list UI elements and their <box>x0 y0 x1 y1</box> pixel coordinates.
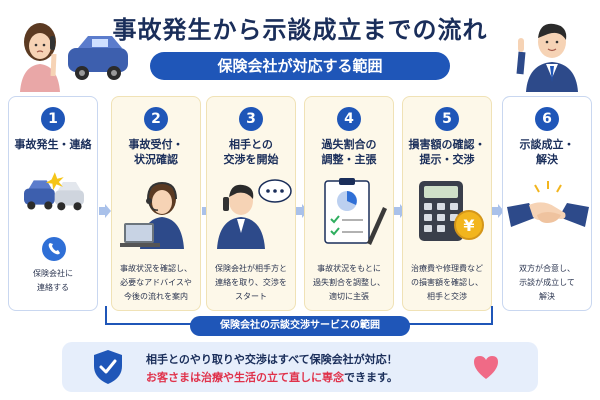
step-description: 双方が合意し、 示談が成立して 解決 <box>519 264 575 301</box>
step-title: 過失割合の 調整・主張 <box>321 138 377 166</box>
subtitle-banner: 保険会社が対応する範囲 <box>150 52 450 80</box>
step-number: 5 <box>435 107 459 131</box>
step-description: 保険会社に 連絡する <box>33 269 73 292</box>
phone-icon <box>42 237 66 261</box>
bottom-banner: 相手とのやり取りや交渉はすべて保険会社が対応！ お客さまは治療や生活の立て直しに… <box>62 342 538 392</box>
arrow-right-icon <box>99 204 111 218</box>
step-2-card: 2 事故受付・ 状況確認 事故状況を確認し、 必要なアドバイスや 今後の流れを案… <box>111 96 201 311</box>
step-1-card: 1 事故発生・連絡 保険会社に 連絡する <box>8 96 98 311</box>
step-description: 事故状況を確認し、 必要なアドバイスや 今後の流れを案内 <box>120 264 192 301</box>
step-6-card: 6 示談成立・ 解決 双方が合意し、 示談が成立して 解決 <box>502 96 592 311</box>
step-description: 事故状況をもとに 過失割合を調整し、 適切に主張 <box>313 264 385 301</box>
pie-chart-report-icon <box>324 178 387 245</box>
handshake-icon <box>507 181 589 227</box>
step-number: 6 <box>535 107 559 131</box>
car-collision-icon <box>24 172 84 211</box>
step-title: 事故受付・ 状況確認 <box>128 138 184 166</box>
steps-flow: 1 事故発生・連絡 保険会社に 連絡する 2 事故受付・ 状況確認 <box>8 96 592 318</box>
step-number: 4 <box>337 107 361 131</box>
svg-text:¥: ¥ <box>463 216 474 235</box>
step-description: 治療費や修理費など の損害額を確認し、 相手と交渉 <box>411 264 483 301</box>
scope-label: 保険会社の示談交渉サービスの範囲 <box>190 316 410 336</box>
page-title: 事故発生から示談成立までの流れ <box>112 16 488 44</box>
step-3-card: 3 相手との 交渉を開始 保険会社が相手方と 連絡を取り、交渉を スタート <box>206 96 296 311</box>
step-4-card: 4 過失割合の 調整・主張 事故状況をもとに 過失割合を調整し、 適切に主張 <box>304 96 394 311</box>
step-title: 相手との 交渉を開始 <box>223 138 279 166</box>
step-title: 事故発生・連絡 <box>14 138 92 151</box>
call-center-operator-icon <box>120 181 184 249</box>
woman-on-phone-icon <box>20 23 128 92</box>
step-number: 3 <box>239 107 263 131</box>
businessman-phone-icon <box>217 179 292 249</box>
banner-message: 相手とのやり取りや交渉はすべて保険会社が対応！ <box>146 353 398 366</box>
shield-check-icon <box>94 350 122 384</box>
step-number: 1 <box>41 107 65 131</box>
header: 事故発生から示談成立までの流れ 保険会社が対応する範囲 <box>0 0 600 92</box>
step-title: 損害額の確認・ 提示・交渉 <box>408 138 486 166</box>
step-number: 2 <box>144 107 168 131</box>
step-5-card: 5 損害額の確認・ 提示・交渉 ¥ 治療費や修理費など の損害額を確認し、 相手… <box>402 96 492 311</box>
step-title: 示談成立・ 解決 <box>519 138 575 166</box>
arrow-right-icon <box>492 204 504 218</box>
calculator-yen-icon: ¥ <box>419 181 484 241</box>
banner-highlight-message: お客さまは治療や生活の立て直しに専念できます。 <box>146 371 398 384</box>
step-description: 保険会社が相手方と 連絡を取り、交渉を スタート <box>215 264 287 301</box>
heart-icon <box>474 356 498 379</box>
man-pointing-icon <box>516 23 578 92</box>
